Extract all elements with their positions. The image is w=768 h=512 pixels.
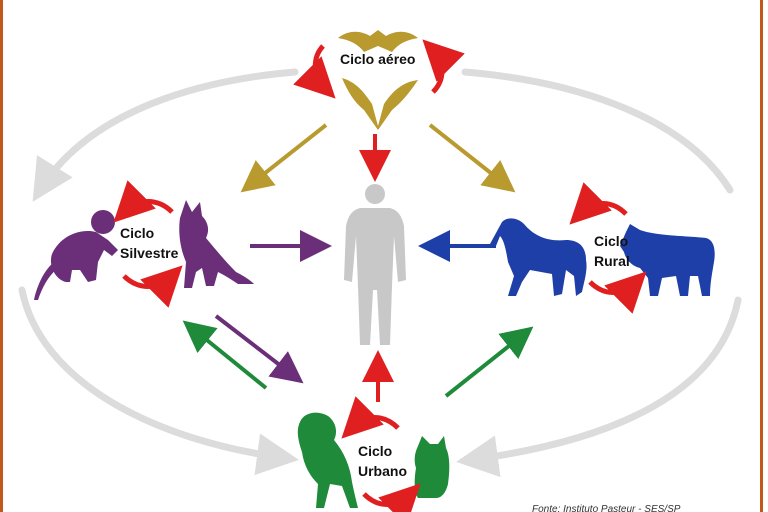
silvestre-cycle-arrows — [124, 202, 172, 287]
horse-icon — [490, 218, 587, 296]
aereo-cycle-label: Ciclo aéreo — [340, 51, 415, 67]
source-caption: Fonte: Instituto Pasteur - SES/SP — [532, 504, 681, 512]
rural-label-line1: Ciclo — [594, 233, 628, 249]
arrow-urbano-to-silvestre — [192, 328, 266, 388]
urbano-label-line2: Urbano — [358, 463, 407, 479]
arrow-urbano-to-rural — [446, 334, 524, 396]
urbano-label-line1: Ciclo — [358, 443, 392, 459]
wild-dog-icon — [179, 200, 254, 288]
urbano-cycle-arrows — [352, 418, 410, 505]
monkey-icon — [34, 210, 118, 300]
silvestre-label-line1: Ciclo — [120, 225, 154, 241]
ellipse-right-bottom-arc — [470, 300, 738, 460]
human-icon — [344, 184, 406, 345]
arrow-silvestre-to-urbano — [216, 316, 294, 376]
arrow-bat-to-rural — [430, 125, 506, 185]
ellipse-left-bottom-arc — [22, 290, 285, 458]
silvestre-label-line2: Silvestre — [120, 245, 179, 261]
ellipse-top-left-arc — [40, 72, 295, 190]
rural-label-line2: Rural — [594, 253, 630, 269]
arrow-bat-to-silvestre — [250, 125, 326, 185]
cat-icon — [415, 436, 450, 498]
ellipse-top-right-arc — [465, 72, 730, 190]
dog-icon — [298, 413, 358, 508]
bat-icon — [338, 30, 418, 130]
